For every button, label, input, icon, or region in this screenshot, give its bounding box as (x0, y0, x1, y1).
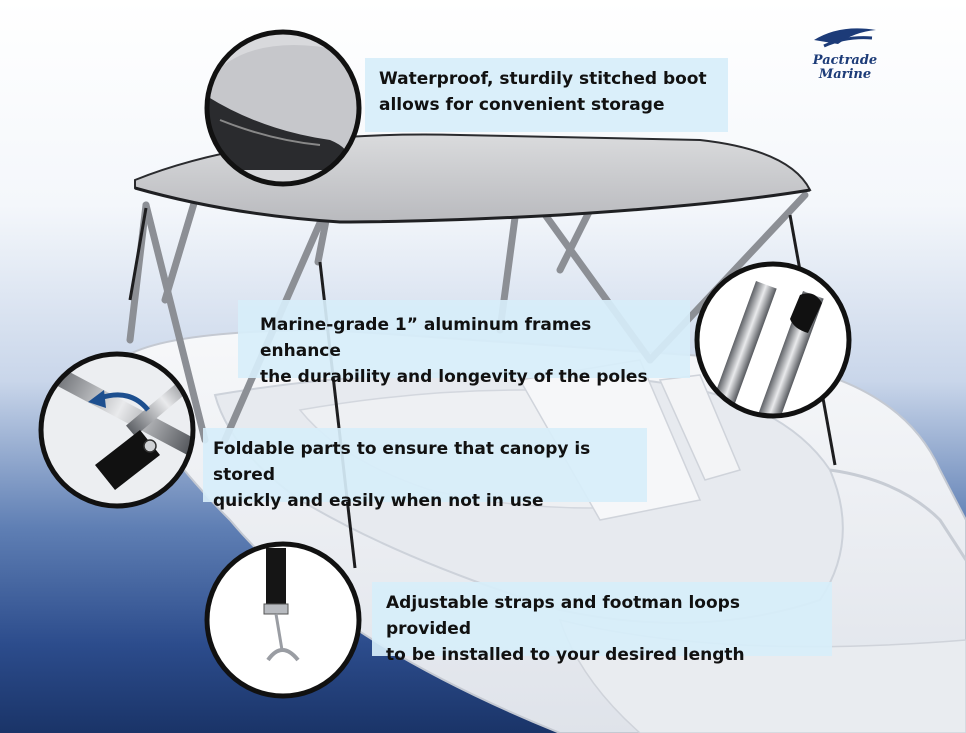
callout-boot-line2: allows for convenient storage (379, 95, 665, 115)
callout-straps: Adjustable straps and footman loops prov… (372, 582, 832, 665)
callout-foldable-line1: Foldable parts to ensure that canopy is … (213, 439, 591, 485)
callout-frames-line2: the durability and longevity of the pole… (260, 367, 648, 387)
callout-straps-line1: Adjustable straps and footman loops prov… (386, 593, 740, 639)
boat-wave-icon (814, 28, 876, 48)
callout-boot-line1: Waterproof, sturdily stitched boot (379, 69, 707, 89)
callout-frames: Marine-grade 1” aluminum frames enhance … (238, 300, 690, 387)
brand-name-line2: Marine (818, 67, 872, 82)
brand-logo: Pactrade Marine (790, 22, 900, 84)
callout-foldable: Foldable parts to ensure that canopy is … (203, 428, 647, 511)
callout-frames-line1: Marine-grade 1” aluminum frames enhance (260, 315, 592, 361)
brand-name-line1: Pactrade (812, 53, 878, 68)
boot-detail-inset (204, 29, 362, 187)
strap-detail-inset (204, 541, 362, 699)
callout-straps-line2: to be installed to your desired length (386, 645, 745, 665)
rotate-arrow-icon (99, 392, 150, 412)
callout-foldable-line2: quickly and easily when not in use (213, 491, 544, 511)
callout-boot: Waterproof, sturdily stitched boot allow… (365, 58, 728, 132)
hinge-detail-inset (38, 351, 196, 509)
